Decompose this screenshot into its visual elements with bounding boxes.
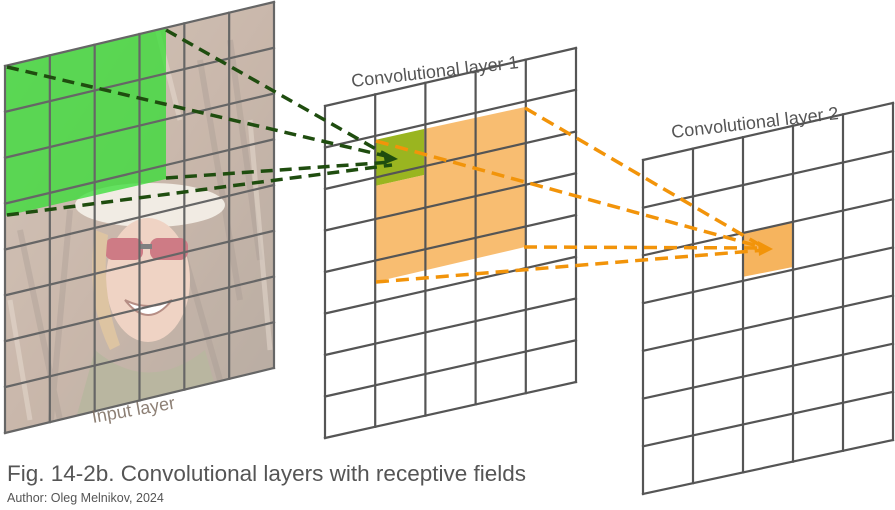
grid-row-line [3,183,276,251]
input-grid [3,0,276,435]
figure-caption: Fig. 14-2b. Convolutional layers with re… [7,461,527,486]
grid-row-line [323,213,578,274]
grid-row-line [323,88,578,149]
grid-row-line [3,366,276,435]
input-layer [3,0,276,435]
grid-row-line [3,320,276,389]
grid-row-line [323,255,578,315]
green-arrowheads [383,151,398,164]
conv1-grid [323,46,578,440]
grid-row-line [641,149,895,210]
grid-row-line [641,390,895,448]
orange-connection-lines [375,106,766,284]
conv1-label: Convolutional layer 1 [350,52,519,91]
conv2-grid [641,101,895,496]
conv2-label: Convolutional layer 2 [670,103,839,142]
grid-row-line [641,101,895,162]
grid-row-line [3,275,276,343]
grid-row-line [3,46,276,114]
grid-row-line [641,294,895,353]
grid-row-line [323,380,578,440]
conv-layer-1 [323,46,578,440]
grid-row-line [3,0,276,68]
conv-layer-2 [641,101,895,496]
grid-row-line [641,342,895,400]
grid-row-line [641,246,895,305]
grid-row-line [3,92,276,160]
figure-author: Author: Oleg Melnikov, 2024 [7,491,164,505]
grid-row-line [641,438,895,496]
green-connection-lines [6,28,393,217]
grid-row-line [323,338,578,398]
grid-row-line [323,297,578,357]
grid-row-line [3,229,276,297]
orange-arrowheads [758,241,773,256]
grid-row-line [323,130,578,191]
grid-row-line [323,46,578,108]
grid-row-line [3,137,276,205]
